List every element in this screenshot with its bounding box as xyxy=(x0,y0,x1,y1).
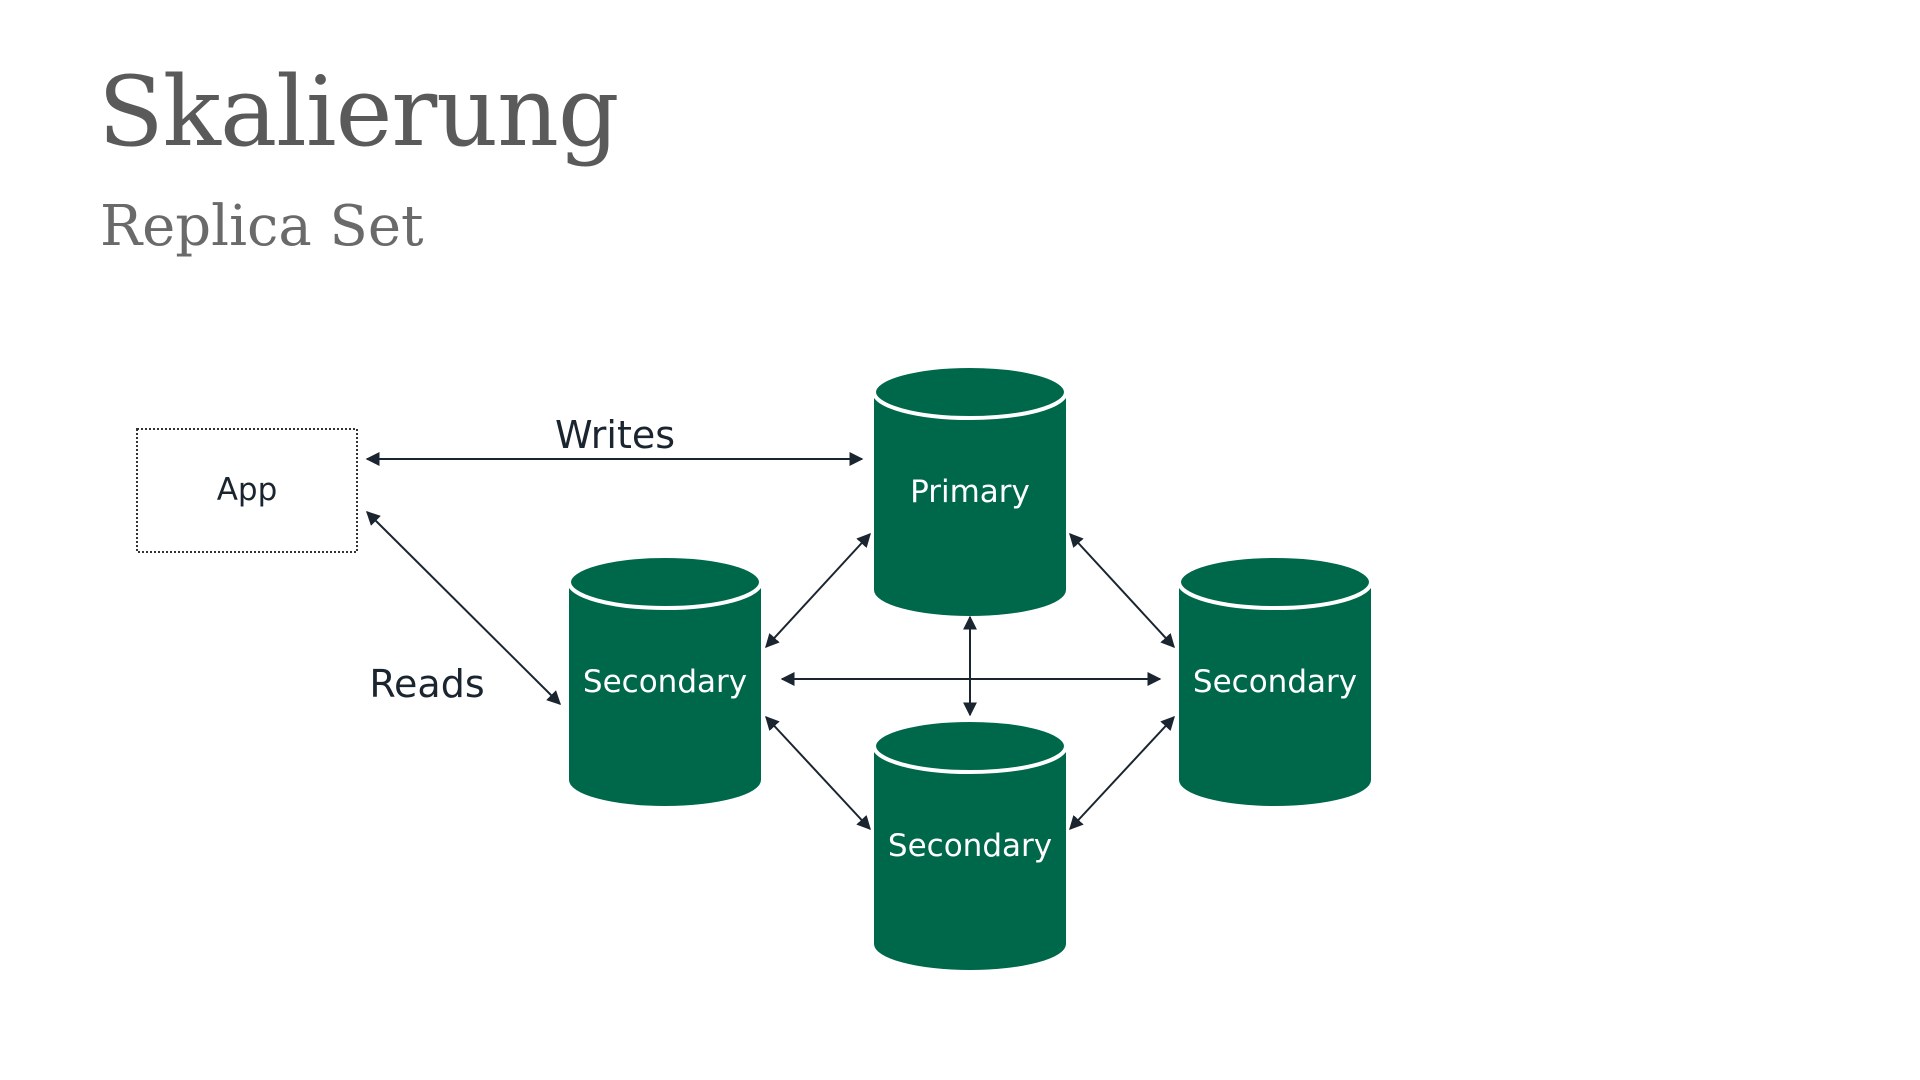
reads-label: Reads xyxy=(369,662,484,706)
app-label: App xyxy=(217,472,278,508)
secondary-left-bottom-arrow xyxy=(765,715,871,831)
secondary-left-cylinder-body xyxy=(569,582,761,806)
secondary-right-label: Secondary xyxy=(1193,664,1357,700)
primary-label: Primary xyxy=(910,474,1030,510)
secondary-left-label: Secondary xyxy=(583,664,747,700)
secondary-left-cylinder-top xyxy=(567,554,763,610)
reads-arrow xyxy=(366,511,561,705)
secondary-right-cylinder-body xyxy=(1179,582,1371,806)
slide-subtitle: Replica Set xyxy=(100,194,424,259)
secondary-left-node: Secondary xyxy=(567,554,763,806)
app-node: App xyxy=(136,428,358,553)
slide-title: Skalierung xyxy=(98,56,619,168)
secondary-bottom-cylinder-top xyxy=(872,718,1068,774)
primary-cylinder-top xyxy=(872,364,1068,420)
secondary-bottom-label: Secondary xyxy=(888,828,1052,864)
connections xyxy=(365,452,1175,831)
primary-secondary-left-arrow xyxy=(765,532,871,649)
primary-node: Primary xyxy=(872,364,1068,616)
secondary-bottom-cylinder-body xyxy=(874,746,1066,970)
secondary-bottom-node: Secondary xyxy=(872,718,1068,970)
app-box xyxy=(136,428,358,553)
secondary-right-node: Secondary xyxy=(1177,554,1373,806)
primary-cylinder-body xyxy=(874,392,1066,616)
secondary-right-cylinder-top xyxy=(1177,554,1373,610)
secondary-right-bottom-arrow xyxy=(1069,715,1175,831)
writes-label: Writes xyxy=(555,413,675,457)
primary-secondary-right-arrow xyxy=(1069,532,1175,649)
